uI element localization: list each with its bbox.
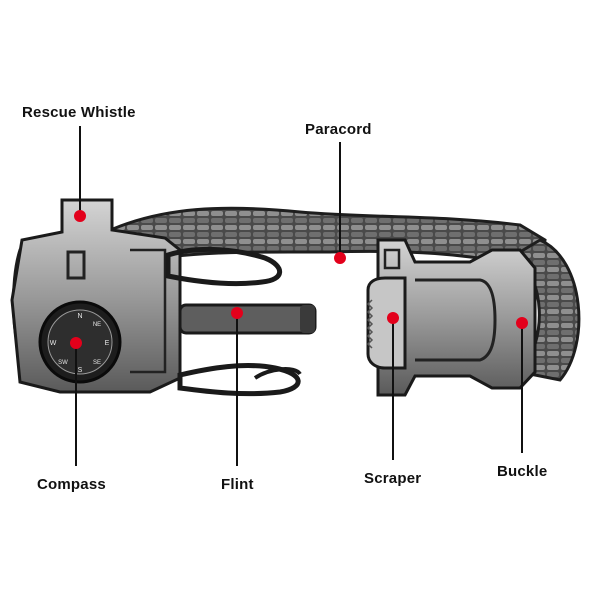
compass-e: E: [105, 340, 110, 347]
buckle-scraper-housing: [366, 238, 537, 397]
marker-dot-compass: [70, 337, 82, 349]
marker-dot-scraper: [387, 312, 399, 324]
marker-dot-buckle: [516, 317, 528, 329]
compass-se: SE: [93, 360, 101, 366]
flint-assembly: [165, 246, 317, 397]
marker-dot-rescue-whistle: [74, 210, 86, 222]
compass-n: N: [77, 313, 82, 320]
callout-leaders: [70, 126, 528, 466]
compass-s: S: [78, 367, 83, 374]
label-paracord: Paracord: [305, 121, 372, 138]
label-rescue-whistle: Rescue Whistle: [22, 104, 136, 121]
compass-sw: SW: [58, 360, 68, 366]
compass-w: W: [50, 340, 57, 347]
label-buckle: Buckle: [497, 463, 548, 480]
marker-dot-flint: [231, 307, 243, 319]
label-compass: Compass: [37, 476, 106, 493]
marker-dot-paracord: [334, 252, 346, 264]
compass-ne: NE: [93, 322, 101, 328]
label-flint: Flint: [221, 476, 254, 493]
label-scraper: Scraper: [364, 470, 422, 487]
